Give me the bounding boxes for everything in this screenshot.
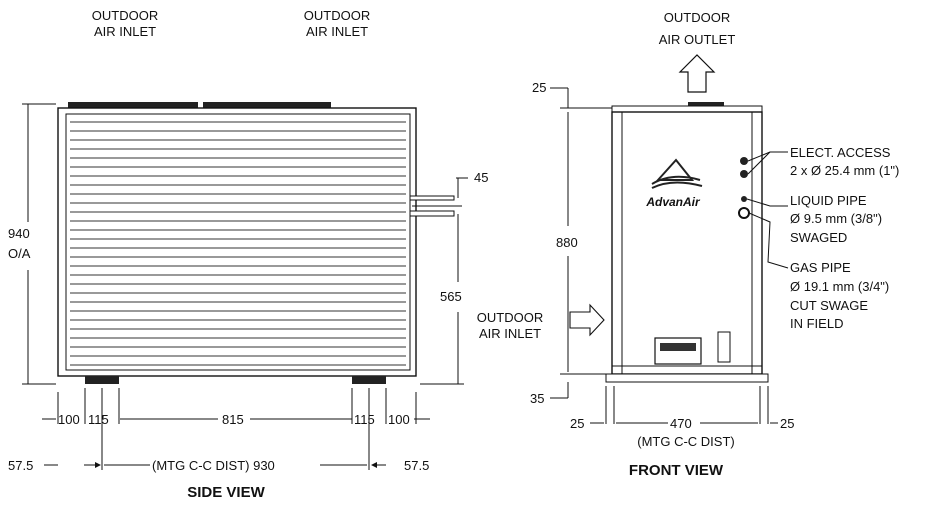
front-outlet-line1: OUTDOOR xyxy=(664,10,730,25)
side-dim-115-left: 115 xyxy=(88,412,109,427)
side-inlet-left-line1: OUTDOOR xyxy=(92,8,158,23)
note-elect-title: ELECT. ACCESS xyxy=(790,145,891,160)
front-dim-470: 470 xyxy=(670,416,692,431)
front-view: OUTDOOR AIR OUTLET AdvanAir 25 xyxy=(477,10,900,479)
note-liquid-detail: Ø 9.5 mm (3/8") xyxy=(790,211,882,226)
note-elect-detail: 2 x Ø 25.4 mm (1") xyxy=(790,163,899,178)
side-height-note: O/A xyxy=(8,246,31,261)
side-unit-inner xyxy=(65,113,411,371)
side-dim-57-right: 57.5 xyxy=(404,458,429,473)
liquid-pipe-port xyxy=(741,196,747,202)
side-dim-mtg: (MTG C-C DIST) 930 xyxy=(152,458,275,473)
note-gas-title: GAS PIPE xyxy=(790,260,851,275)
note-gas-detail: Ø 19.1 mm (3/4") xyxy=(790,279,889,294)
side-dim-815: 815 xyxy=(222,412,244,427)
front-dim-25-right: 25 xyxy=(780,416,794,431)
side-dim-565: 565 xyxy=(440,289,462,304)
front-dim-25-left: 25 xyxy=(570,416,584,431)
front-dim-25-top: 25 xyxy=(532,80,546,95)
elect-access-port-1 xyxy=(740,157,748,165)
front-dim-35: 35 xyxy=(530,391,544,406)
note-gas-extra-1: CUT SWAGE xyxy=(790,298,868,313)
side-fan-top-right xyxy=(203,102,331,108)
side-view: OUTDOOR AIR INLET OUTDOOR AIR INLET 940 … xyxy=(8,8,488,501)
side-coil-fins xyxy=(70,121,406,366)
front-unit-body xyxy=(611,111,763,375)
front-mtg-note: (MTG C-C DIST) xyxy=(637,434,734,449)
front-inlet-line2: AIR INLET xyxy=(479,326,541,341)
air-outlet-arrow-icon xyxy=(678,54,716,93)
brand-logo-text: AdvanAir xyxy=(645,195,701,209)
gas-pipe-port xyxy=(738,207,750,219)
front-base xyxy=(605,373,769,383)
front-dim-880: 880 xyxy=(556,235,578,250)
air-inlet-arrow-icon xyxy=(569,303,605,337)
side-foot-left xyxy=(85,376,119,384)
note-liquid-extra: SWAGED xyxy=(790,230,847,245)
elect-access-port-2 xyxy=(740,170,748,178)
front-inlet-line1: OUTDOOR xyxy=(477,310,543,325)
front-outlet-line2: AIR OUTLET xyxy=(659,32,736,47)
side-dim-45: 45 xyxy=(474,170,488,185)
brand-logo: AdvanAir xyxy=(645,158,703,209)
side-dim-57-left: 57.5 xyxy=(8,458,33,473)
side-fan-top-left xyxy=(68,102,198,108)
side-pipe-lower xyxy=(409,210,455,217)
service-valve xyxy=(717,331,731,363)
side-dim-100-left: 100 xyxy=(58,412,80,427)
side-foot-right xyxy=(352,376,386,384)
front-fan-top xyxy=(688,102,724,108)
side-inlet-right-line2: AIR INLET xyxy=(306,24,368,39)
side-view-title: SIDE VIEW xyxy=(187,484,265,501)
side-inlet-right-line1: OUTDOOR xyxy=(304,8,370,23)
side-unit-body xyxy=(57,107,417,377)
front-view-title: FRONT VIEW xyxy=(629,462,724,479)
side-dim-100-right: 100 xyxy=(388,412,410,427)
note-liquid-title: LIQUID PIPE xyxy=(790,193,867,208)
side-pipe-upper xyxy=(409,195,455,201)
side-height-value: 940 xyxy=(8,226,30,241)
note-gas-extra-2: IN FIELD xyxy=(790,316,843,331)
side-inlet-left-line2: AIR INLET xyxy=(94,24,156,39)
side-dim-115-right: 115 xyxy=(354,412,375,427)
